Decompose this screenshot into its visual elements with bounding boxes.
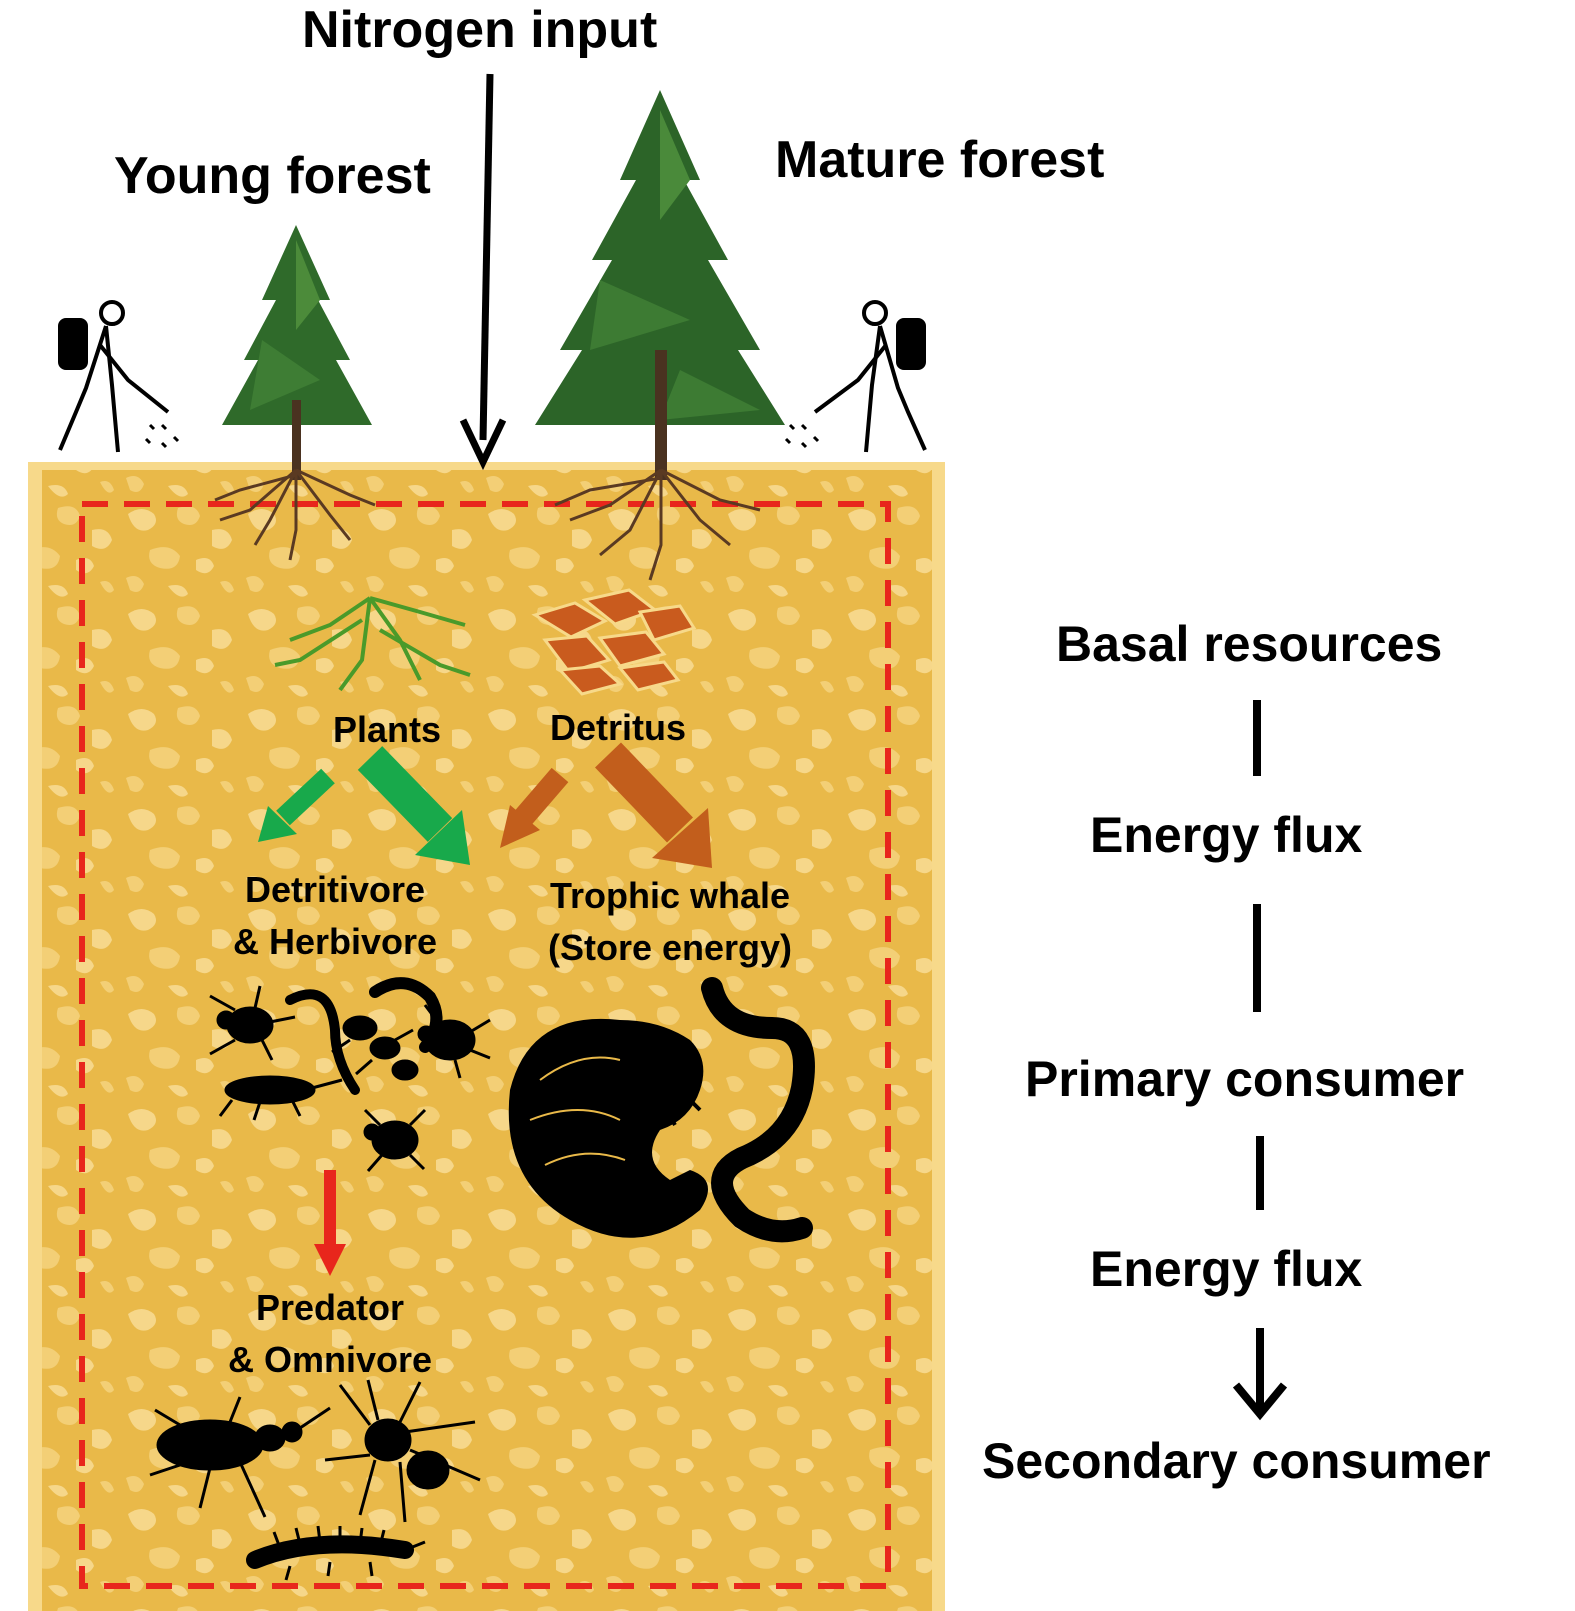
- mite-3-icon: [363, 1108, 427, 1172]
- plants-label: Plants: [332, 709, 442, 750]
- person-spraying-left-icon: [58, 300, 180, 453]
- young-forest-label: Young forest: [114, 147, 431, 205]
- trophic-whale-label: Trophic whale (Store energy): [510, 870, 830, 974]
- secondary-consumer-label: Secondary consumer: [982, 1433, 1491, 1489]
- mite-icon: [209, 985, 296, 1061]
- detritus-to-trophic-whale-arrow: [595, 742, 712, 868]
- termite-icon: [331, 1015, 419, 1081]
- detritus-to-detritivore-arrow: [500, 767, 569, 848]
- energy-flux-label-1: Energy flux: [1090, 807, 1363, 863]
- young-tree-icon: [222, 225, 372, 480]
- spider-icon: [324, 1379, 481, 1523]
- energy-flux-label-2: Energy flux: [1090, 1241, 1363, 1297]
- predator-label-line2: & Omnivore: [227, 1339, 433, 1380]
- legend-down-arrow-icon: [1232, 1328, 1288, 1421]
- plant-roots-icon: [274, 596, 471, 692]
- detritus-label: Detritus: [549, 707, 687, 748]
- trophic-whale-label-line1: Trophic whale: [549, 875, 791, 916]
- springtail-icon: [218, 1075, 343, 1121]
- plant-to-trophic-whale-arrow: [357, 746, 470, 865]
- trophic-whale-label-line2: (Store energy): [547, 927, 793, 968]
- mite-2-icon: [417, 1004, 491, 1079]
- mature-tree-roots-icon: [554, 468, 761, 581]
- young-tree-roots-icon: [214, 468, 376, 561]
- leaf-litter-icon: [531, 588, 697, 696]
- system-boundary: [79, 501, 891, 1589]
- primary-consumer-label: Primary consumer: [1025, 1051, 1465, 1107]
- centipede-icon: [246, 1525, 426, 1581]
- detritivore-label-line1: Detritivore: [244, 869, 426, 910]
- basal-resources-label: Basal resources: [1056, 616, 1443, 672]
- mature-forest-label: Mature forest: [775, 131, 1105, 189]
- predator-label-line1: Predator: [255, 1287, 405, 1328]
- prey-to-predator-arrow: [314, 1170, 346, 1276]
- detritivore-label-line2: & Herbivore: [232, 921, 438, 962]
- nitrogen-input-label: Nitrogen input: [302, 1, 658, 59]
- ground-beetle-icon: [149, 1396, 331, 1518]
- mature-tree-icon: [535, 90, 785, 480]
- predator-omnivore-label: Predator & Omnivore: [190, 1282, 470, 1386]
- detritivore-herbivore-label: Detritivore & Herbivore: [195, 864, 475, 968]
- earthworm-icon: [701, 977, 815, 1243]
- nitrogen-input-arrow: [459, 73, 507, 471]
- person-spraying-right-icon: [784, 300, 927, 453]
- plant-to-detritivore-arrow: [258, 768, 335, 842]
- beetle-larva-icon: [508, 1018, 708, 1238]
